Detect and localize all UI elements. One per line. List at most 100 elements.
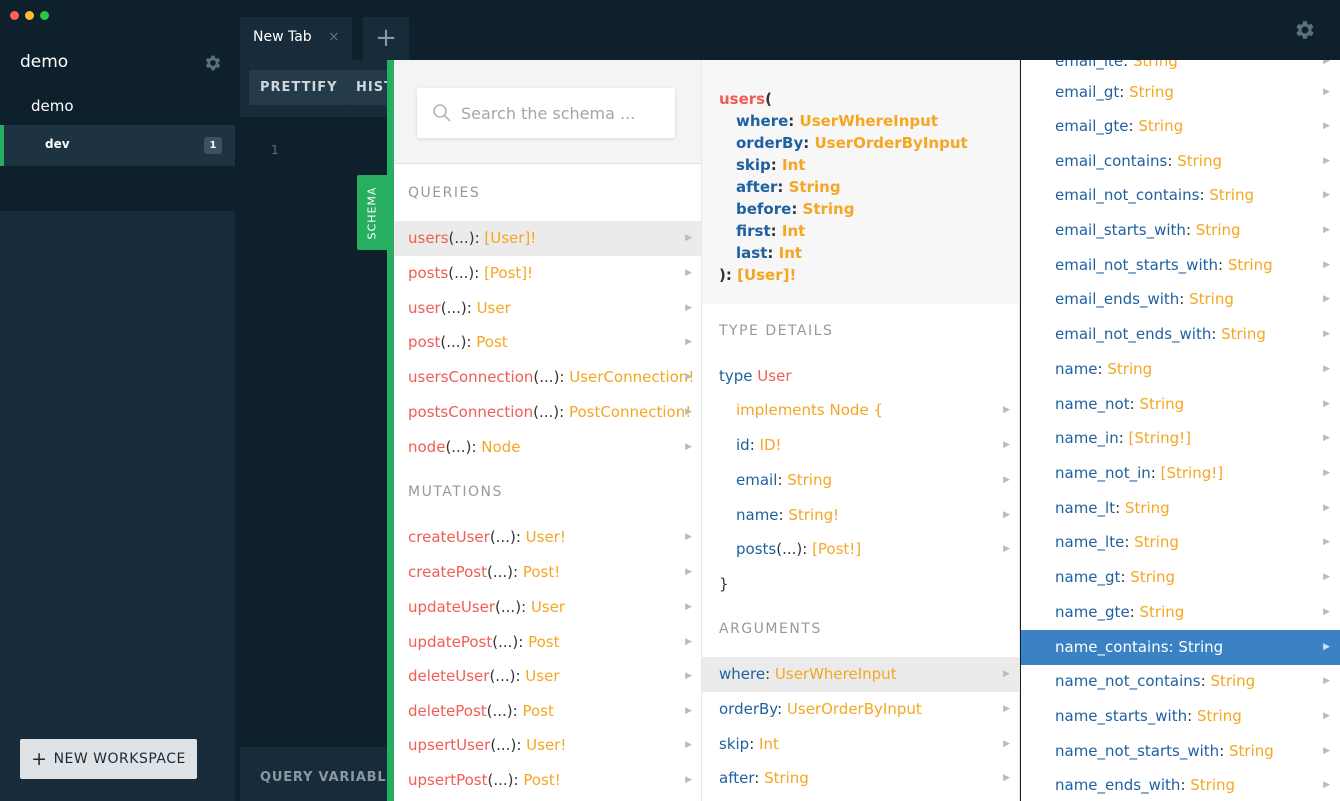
- tab-new-tab[interactable]: New Tab ×: [240, 17, 352, 60]
- mutation-item-upsert-post[interactable]: upsertPost(...): Post!▶: [394, 763, 701, 798]
- input-field-name-starts-with[interactable]: name_starts_with: String▶: [1021, 699, 1340, 734]
- maximize-window-icon[interactable]: [40, 11, 49, 20]
- workspace-sidebar: demo demo dev 1 + NEW WORKSPACE: [0, 0, 235, 801]
- chevron-right-icon: ▶: [1323, 60, 1330, 66]
- chevron-right-icon: ▶: [1323, 433, 1330, 443]
- mutations-section-title: MUTATIONS: [408, 484, 503, 500]
- input-field-name-contains[interactable]: name_contains: String▶: [1021, 630, 1340, 665]
- implements-node[interactable]: implements Node {▶: [702, 393, 1019, 428]
- chevron-right-icon: ▶: [1003, 510, 1010, 520]
- input-field-name-not[interactable]: name_not: String▶: [1021, 387, 1340, 422]
- add-tab-button[interactable]: +: [363, 17, 409, 60]
- type-details-title: TYPE DETAILS: [719, 323, 834, 339]
- input-field-email-lte[interactable]: email_lte: String▶: [1021, 60, 1340, 79]
- chevron-right-icon: ▶: [1323, 294, 1330, 304]
- chevron-right-icon: ▶: [1003, 739, 1010, 749]
- chevron-right-icon: ▶: [1003, 773, 1010, 783]
- env-count-badge: 1: [204, 137, 222, 154]
- chevron-right-icon: ▶: [1323, 642, 1330, 652]
- minimize-window-icon[interactable]: [25, 11, 34, 20]
- chevron-right-icon: ▶: [685, 567, 692, 577]
- schema-root-column: QUERIES users(...): [User]!▶ posts(...):…: [394, 60, 702, 801]
- chevron-right-icon: ▶: [1003, 544, 1010, 554]
- type-field-name[interactable]: name: String!▶: [702, 498, 1019, 533]
- argument-item-skip[interactable]: skip: Int▶: [702, 727, 1019, 762]
- close-window-icon[interactable]: [10, 11, 19, 20]
- argument-item-after[interactable]: after: String▶: [702, 761, 1019, 796]
- chevron-right-icon: ▶: [1323, 607, 1330, 617]
- active-indicator: [0, 125, 4, 166]
- chevron-right-icon: ▶: [685, 268, 692, 278]
- query-variables-toggle[interactable]: QUERY VARIABLES: [240, 755, 400, 801]
- query-item-posts[interactable]: posts(...): [Post]!▶: [394, 256, 701, 291]
- arguments-title: ARGUMENTS: [719, 621, 822, 637]
- input-field-name[interactable]: name: String▶: [1021, 352, 1340, 387]
- search-box[interactable]: [417, 88, 675, 138]
- prettify-button[interactable]: PRETTIFY: [249, 70, 346, 105]
- chevron-right-icon: ▶: [685, 637, 692, 647]
- sidebar-item-dev[interactable]: dev 1: [0, 125, 235, 166]
- input-field-email-ends-with[interactable]: email_ends_with: String▶: [1021, 282, 1340, 317]
- chevron-right-icon: ▶: [685, 303, 692, 313]
- chevron-right-icon: ▶: [685, 602, 692, 612]
- chevron-right-icon: ▶: [1323, 711, 1330, 721]
- argument-item-where[interactable]: where: UserWhereInput▶: [702, 657, 1019, 692]
- input-field-name-gt[interactable]: name_gt: String▶: [1021, 560, 1340, 595]
- input-field-name-ends-with[interactable]: name_ends_with: String▶: [1021, 768, 1340, 801]
- chevron-right-icon: ▶: [1323, 399, 1330, 409]
- input-field-name-lte[interactable]: name_lte: String▶: [1021, 525, 1340, 560]
- input-field-name-in[interactable]: name_in: [String!]▶: [1021, 421, 1340, 456]
- type-field-id[interactable]: id: ID!▶: [702, 428, 1019, 463]
- input-field-name-lt[interactable]: name_lt: String▶: [1021, 491, 1340, 526]
- type-declaration: type User: [719, 367, 792, 385]
- input-field-email-gte[interactable]: email_gte: String▶: [1021, 109, 1340, 144]
- mutation-item-delete-post[interactable]: deletePost(...): Post▶: [394, 694, 701, 729]
- input-field-email-gt[interactable]: email_gt: String▶: [1021, 75, 1340, 110]
- query-item-users-connection[interactable]: usersConnection(...): UserConnection!▶: [394, 360, 701, 395]
- chevron-right-icon: ▶: [1323, 503, 1330, 513]
- mutation-item-create-post[interactable]: createPost(...): Post!▶: [394, 555, 701, 590]
- tab-close-icon[interactable]: ×: [328, 29, 340, 45]
- query-item-posts-connection[interactable]: postsConnection(...): PostConnection!▶: [394, 395, 701, 430]
- input-field-email-not-starts-with[interactable]: email_not_starts_with: String▶: [1021, 248, 1340, 283]
- settings-gear-icon[interactable]: [1293, 18, 1317, 42]
- mutation-item-update-user[interactable]: updateUser(...): User▶: [394, 590, 701, 625]
- query-item-users[interactable]: users(...): [User]!▶: [394, 221, 701, 256]
- window-controls: [10, 11, 49, 20]
- schema-tab-label: SCHEMA: [365, 186, 379, 239]
- query-item-node[interactable]: node(...): Node▶: [394, 430, 701, 465]
- type-field-posts[interactable]: posts(...): [Post!]▶: [702, 532, 1019, 567]
- workspace-settings-gear-icon[interactable]: [203, 53, 223, 73]
- argument-item-order-by[interactable]: orderBy: UserOrderByInput▶: [702, 692, 1019, 727]
- search-area: [394, 60, 701, 164]
- mutation-item-update-post[interactable]: updatePost(...): Post▶: [394, 625, 701, 660]
- query-item-post[interactable]: post(...): Post▶: [394, 325, 701, 360]
- mutation-item-delete-user[interactable]: deleteUser(...): User▶: [394, 659, 701, 694]
- type-field-email[interactable]: email: String▶: [702, 463, 1019, 498]
- input-field-email-starts-with[interactable]: email_starts_with: String▶: [1021, 213, 1340, 248]
- input-field-email-not-ends-with[interactable]: email_not_ends_with: String▶: [1021, 317, 1340, 352]
- input-field-email-not-contains[interactable]: email_not_contains: String▶: [1021, 178, 1340, 213]
- new-workspace-button[interactable]: + NEW WORKSPACE: [20, 739, 197, 779]
- input-field-name-not-contains[interactable]: name_not_contains: String▶: [1021, 664, 1340, 699]
- schema-detail-column: users( where: UserWhereInput orderBy: Us…: [702, 60, 1020, 801]
- query-signature: users( where: UserWhereInput orderBy: Us…: [702, 60, 1019, 304]
- env-name: dev: [45, 137, 70, 151]
- project-title[interactable]: demo: [31, 97, 74, 115]
- chevron-right-icon: ▶: [1003, 669, 1010, 679]
- mutation-item-create-user[interactable]: createUser(...): User!▶: [394, 520, 701, 555]
- chevron-right-icon: ▶: [685, 706, 692, 716]
- chevron-right-icon: ▶: [1323, 572, 1330, 582]
- input-field-name-not-starts-with[interactable]: name_not_starts_with: String▶: [1021, 734, 1340, 769]
- schema-panel-edge[interactable]: [387, 60, 394, 801]
- schema-tab[interactable]: SCHEMA: [357, 175, 387, 250]
- input-field-name-not-in[interactable]: name_not_in: [String!]▶: [1021, 456, 1340, 491]
- chevron-right-icon: ▶: [685, 337, 692, 347]
- mutation-item-upsert-user[interactable]: upsertUser(...): User!▶: [394, 728, 701, 763]
- chevron-right-icon: ▶: [685, 532, 692, 542]
- query-item-user[interactable]: user(...): User▶: [394, 291, 701, 326]
- search-input[interactable]: [461, 100, 661, 126]
- input-field-email-contains[interactable]: email_contains: String▶: [1021, 144, 1340, 179]
- input-field-name-gte[interactable]: name_gte: String▶: [1021, 595, 1340, 630]
- chevron-right-icon: ▶: [685, 407, 692, 417]
